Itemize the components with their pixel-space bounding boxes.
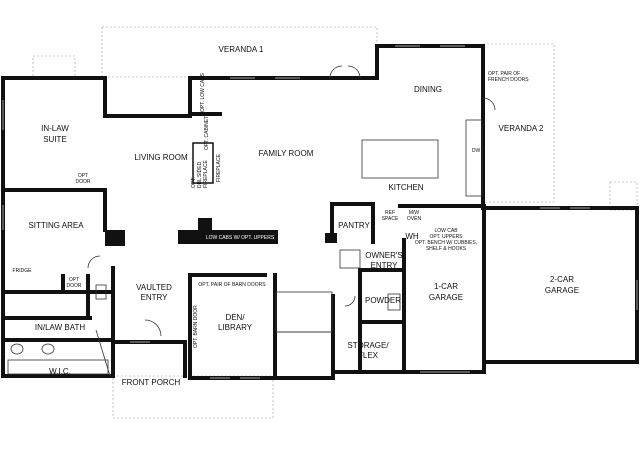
note-dw: DW	[472, 148, 481, 154]
room-in-law-bath: IN/LAW BATH	[35, 323, 85, 332]
room-dining: DINING	[414, 85, 442, 94]
note-mw-oven-2: OVEN	[407, 216, 422, 222]
room-1-car-garage-2: GARAGE	[429, 293, 463, 302]
note-opt-low-cabs: OPT. LOW CABS	[200, 72, 206, 112]
note-ref-space: REF	[385, 210, 395, 216]
note-opt-door-bath-2: DOOR	[67, 283, 82, 289]
solid-blocks	[105, 142, 337, 246]
room-den-library: DEN/	[225, 313, 245, 322]
note-low-cabs-uppers: LOW CABS W/ OPT. UPPERS	[206, 235, 275, 241]
note-dbl-sided-fireplace: OPT.	[191, 177, 197, 188]
room-sitting-area: SITTING AREA	[28, 221, 84, 230]
windows	[2, 45, 638, 379]
room-1-car-garage: 1-CAR	[434, 282, 458, 291]
room-veranda-2: VERANDA 2	[499, 124, 544, 133]
room-front-porch: FRONT PORCH	[122, 378, 181, 387]
room-2-car-garage-2: GARAGE	[545, 286, 579, 295]
room-den-library-2: LIBRARY	[218, 323, 253, 332]
note-barn-door: OPT. BARN DOOR	[193, 305, 199, 348]
note-opt-door: OPT	[78, 173, 88, 179]
room-owners-entry-2: ENTRY	[371, 261, 399, 270]
note-bench-3: OPT. BENCH W/ CUBBIES,	[415, 240, 477, 246]
fixtures	[7, 119, 483, 377]
note-opt-door-bath: OPT	[69, 277, 79, 283]
room-family-room: FAMILY ROOM	[259, 149, 314, 158]
door-swings	[87, 65, 496, 337]
room-storage-flex: STORAGE/	[347, 341, 389, 350]
room-vaulted-entry-2: ENTRY	[141, 293, 169, 302]
room-storage-flex-2: FLEX	[358, 351, 379, 360]
note-bench-2: OPT. UPPERS	[429, 234, 463, 240]
room-in-law-suite: IN-LAW	[41, 124, 69, 133]
room-veranda-1: VERANDA 1	[219, 45, 264, 54]
note-opt-french-doors-2: FRENCH DOORS	[488, 77, 529, 83]
note-fridge: FRIDGE	[13, 268, 33, 274]
note-mw-oven: M/W	[409, 210, 420, 216]
note-dbl-sided-fireplace-3: FIREPLACE	[203, 160, 209, 188]
note-bench-4: SHELF & HOOKS	[426, 246, 467, 252]
interior-walls	[1, 78, 486, 380]
room-pantry: PANTRY	[338, 221, 370, 230]
room-in-law-suite-2: SUITE	[43, 135, 67, 144]
room-kitchen: KITCHEN	[388, 183, 423, 192]
annotation-notes: OPT. PAIR OF FRENCH DOORS OPT. LOW CABS …	[13, 71, 530, 348]
note-opt-cabinet: OPT. CABINET	[204, 116, 210, 150]
note-barn-doors: OPT. PAIR OF BARN DOORS	[198, 282, 266, 288]
room-2-car-garage: 2-CAR	[550, 275, 574, 284]
room-wic: W.I.C.	[49, 367, 71, 376]
note-fireplace: FIREPLACE	[216, 154, 222, 182]
room-living-room: LIVING ROOM	[134, 153, 188, 162]
note-bench: LOW CAB	[434, 228, 458, 234]
exterior-walls	[1, 44, 639, 380]
note-opt-french-doors: OPT. PAIR OF	[488, 71, 520, 77]
room-owners-entry: OWNER'S	[365, 251, 403, 260]
note-ref-space-2: SPACE	[382, 216, 399, 222]
note-dbl-sided-fireplace-2: DBL SIDED	[197, 161, 203, 188]
room-wh: WH	[405, 232, 419, 241]
room-vaulted-entry: VAULTED	[136, 283, 172, 292]
note-opt-door-2: DOOR	[76, 179, 91, 185]
room-powder: POWDER	[365, 296, 401, 305]
room-labels: VERANDA 1 DINING VERANDA 2 IN-LAW SUITE …	[28, 45, 579, 387]
